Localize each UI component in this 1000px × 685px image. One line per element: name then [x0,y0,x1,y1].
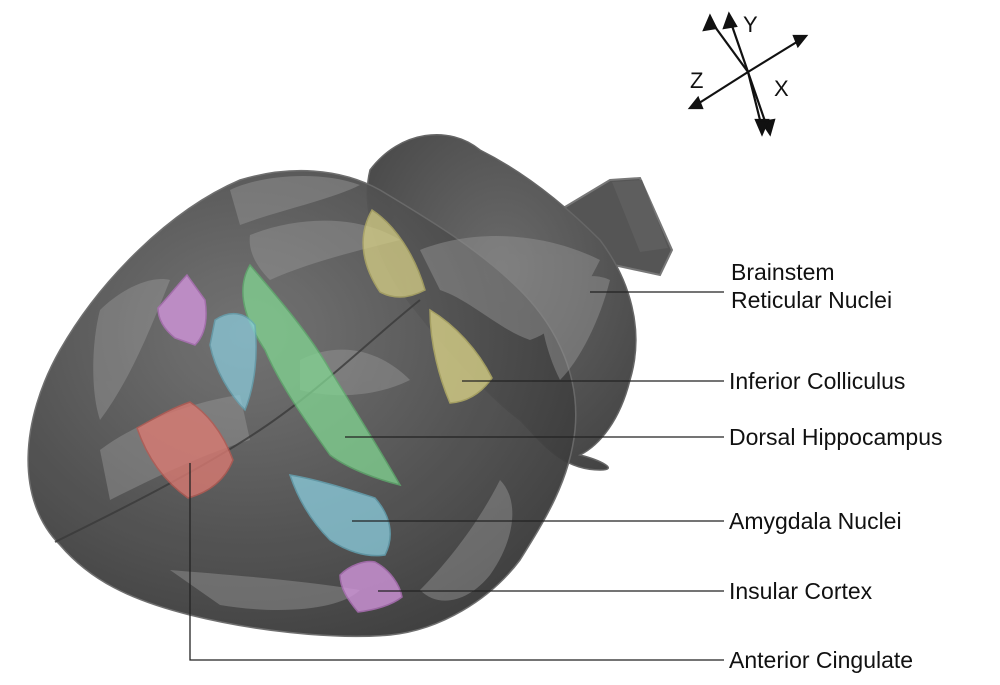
label-amygdala-nuclei: Amygdala Nuclei [729,508,902,534]
axis-indicator [687,11,809,137]
region-inferior-colliculus [362,208,493,404]
label-dorsal-hippocampus: Dorsal Hippocampus [729,424,943,450]
midline-fissure [54,299,421,543]
axis-label-z: Z [690,68,704,93]
leader-anterior-cingulate [189,463,724,661]
region-amygdala-nuclei [209,313,391,557]
region-anterior-cingulate [136,401,234,499]
label-brainstem-line1: Brainstem [731,259,835,285]
axis-label-x: X [774,76,789,101]
label-inferior-colliculus: Inferior Colliculus [729,368,906,394]
region-insular-cortex [157,273,403,613]
axis-label-y: Y [743,12,758,37]
label-brainstem-line2: Reticular Nuclei [731,287,893,313]
label-brainstem-reticular-nuclei: Brainstem Reticular Nuclei [731,258,892,314]
leader-lines [189,291,724,661]
label-anterior-cingulate: Anterior Cingulate [729,647,914,673]
region-dorsal-hippocampus [242,263,402,487]
label-insular-cortex: Insular Cortex [729,578,873,604]
